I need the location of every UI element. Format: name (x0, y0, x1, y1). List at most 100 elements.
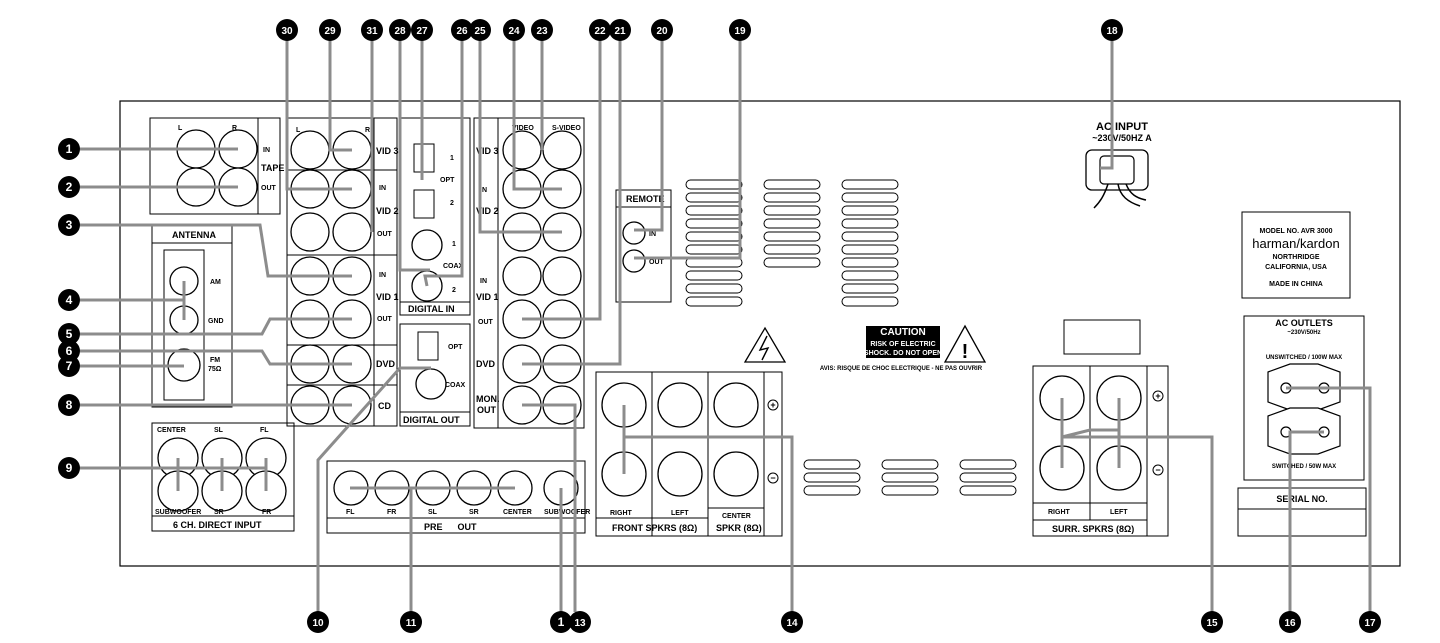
vj-vid1-label: VID 1 (476, 292, 499, 302)
svg-text:18: 18 (1106, 26, 1118, 37)
vj-vid3-label: VID 3 (476, 146, 499, 156)
am-label: AM (210, 279, 221, 286)
front-left-positive-terminal[interactable] (657, 382, 703, 428)
di-subwoofer-label: SUBWOOFER (155, 509, 201, 516)
serial-plate: SERIAL NO. (1237, 487, 1367, 537)
vid1-in-video-jack[interactable] (502, 256, 542, 296)
tape-name-label: TAPE (261, 163, 284, 173)
preout-title: PRE OUT (424, 522, 477, 532)
preout-center-label: CENTER (503, 509, 532, 516)
svg-text:10: 10 (312, 618, 324, 629)
plus-icon (1152, 390, 1164, 402)
callout-27: 27 (411, 19, 433, 41)
coax-in-2-num: 2 (452, 287, 456, 294)
vid1-in-label: IN (379, 272, 386, 279)
di-center-label: CENTER (157, 427, 186, 434)
front-left-negative-terminal[interactable] (657, 451, 703, 497)
svg-text:−: − (1155, 465, 1160, 475)
svg-text:13: 13 (574, 618, 586, 629)
center-negative-terminal[interactable] (713, 451, 759, 497)
svg-text:2: 2 (66, 180, 73, 194)
callout-4: 4 (58, 289, 80, 311)
svg-text:22: 22 (594, 26, 606, 37)
callout-1: 1 (58, 138, 80, 160)
di-sr-label: SR (214, 509, 224, 516)
avis-text: AVIS: RISQUE DE CHOC ELECTRIQUE - NE PAS… (820, 366, 983, 372)
fm-label: FM (210, 357, 220, 364)
callout-18: 18 (1101, 19, 1123, 41)
callout-20: 20 (651, 19, 673, 41)
model-state: CALIFORNIA, USA (1265, 264, 1327, 271)
callout-23: 23 (531, 19, 553, 41)
ac-input-section: AC INPUT ~230V/50HZ A (1085, 121, 1152, 209)
unswitched-label: UNSWITCHED / 100W MAX (1266, 355, 1342, 361)
svg-text:4: 4 (66, 293, 73, 307)
svg-text:17: 17 (1364, 618, 1376, 629)
shock-warning-icon (743, 326, 787, 363)
vid2-out-left-jack[interactable] (290, 212, 330, 252)
gnd-label: GND (208, 318, 224, 325)
surround-panel-slot (1063, 319, 1141, 355)
svg-text:8: 8 (66, 398, 73, 412)
svg-text:−: − (770, 473, 775, 483)
callout-leaders (80, 40, 1372, 612)
callout-8: 8 (58, 394, 80, 416)
optical-out-port[interactable] (417, 331, 439, 361)
svg-text:21: 21 (614, 26, 626, 37)
vj-vid2-label: VID 2 (476, 206, 499, 216)
vid3-video-jack[interactable] (502, 130, 542, 170)
vj-dvd-label: DVD (476, 359, 496, 369)
remote-section: REMOTE IN OUT (615, 189, 672, 303)
callout-7: 7 (58, 355, 80, 377)
ac-input-spec: ~230V/50HZ A (1092, 133, 1152, 143)
callout-11: 11 (400, 611, 422, 633)
svg-text:20: 20 (656, 26, 668, 37)
svg-text:1: 1 (558, 615, 565, 629)
optical-in-1-port[interactable] (413, 143, 435, 173)
vid1-in-svideo-jack[interactable] (542, 256, 582, 296)
svg-text:9: 9 (66, 461, 73, 475)
tape-in-label: IN (263, 147, 270, 154)
antenna-title: ANTENNA (172, 230, 216, 240)
svg-text:25: 25 (474, 26, 486, 37)
model-city: NORTHRIDGE (1272, 254, 1319, 261)
svg-text:26: 26 (456, 26, 468, 37)
svg-text:6: 6 (66, 344, 73, 358)
callout-24: 24 (503, 19, 525, 41)
switched-label: SWITCHED / 50W MAX (1272, 464, 1336, 470)
serial-title: SERIAL NO. (1276, 494, 1327, 504)
svg-text:+: + (1155, 391, 1160, 401)
callout-22: 22 (589, 19, 611, 41)
fm-ohm-label: 75Ω (208, 366, 222, 373)
remote-in-jack[interactable] (622, 221, 646, 245)
center-positive-terminal[interactable] (713, 382, 759, 428)
vid3-svideo-jack[interactable] (542, 130, 582, 170)
callout-2: 2 (58, 176, 80, 198)
digital-in-2-label: 2 (450, 200, 454, 207)
svg-text:11: 11 (406, 618, 417, 629)
callout-3: 3 (58, 214, 80, 236)
vid2-out-right-jack[interactable] (332, 212, 372, 252)
optical-in-2-port[interactable] (413, 189, 435, 219)
coax-in-1-jack[interactable] (411, 229, 443, 261)
center-spkr-title: SPKR (8Ω) (716, 523, 762, 533)
vid3-label: VID 3 (376, 146, 399, 156)
vent-grille-bottom (803, 459, 1017, 496)
remote-out-jack[interactable] (622, 249, 646, 273)
vj-vid2-in-label: IN (480, 187, 487, 194)
callout-28: 28 (389, 19, 411, 41)
power-cord-plug-icon[interactable] (1099, 155, 1135, 185)
caution-line1: RISK OF ELECTRIC (870, 341, 935, 348)
digital-out-coax-label: COAX (445, 382, 466, 389)
preout-subwoofer-label: SUBWOOFER (544, 509, 590, 516)
coax-out-jack[interactable] (415, 368, 447, 400)
caution-title: CAUTION (880, 327, 926, 338)
callout-5: 5 (58, 323, 80, 345)
callout-26: 26 (451, 19, 473, 41)
front-spkrs-title: FRONT SPKRS (8Ω) (612, 523, 697, 533)
callout-17: 17 (1359, 611, 1381, 633)
vid3-audio-left-jack[interactable] (290, 130, 330, 170)
minus-icon (1152, 464, 1164, 476)
front-left-label: LEFT (671, 510, 689, 517)
